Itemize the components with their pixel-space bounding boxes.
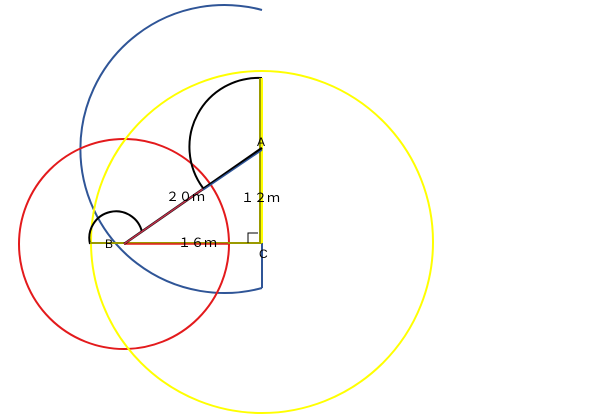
point-a-label: A xyxy=(257,135,265,149)
small-arc-at-b xyxy=(88,210,143,245)
side-ac-length: １２ｍ xyxy=(241,190,280,205)
point-c-label: C xyxy=(259,247,268,261)
point-b-label: B xyxy=(105,237,113,251)
side-ab-blue xyxy=(202,149,263,191)
side-ab-crimson xyxy=(123,188,204,245)
large-arc-near-a xyxy=(188,76,263,189)
side-ab-length: ２０ｍ xyxy=(166,189,205,204)
side-bc-length: １６ｍ xyxy=(178,235,217,250)
right-angle-mark xyxy=(247,232,258,243)
